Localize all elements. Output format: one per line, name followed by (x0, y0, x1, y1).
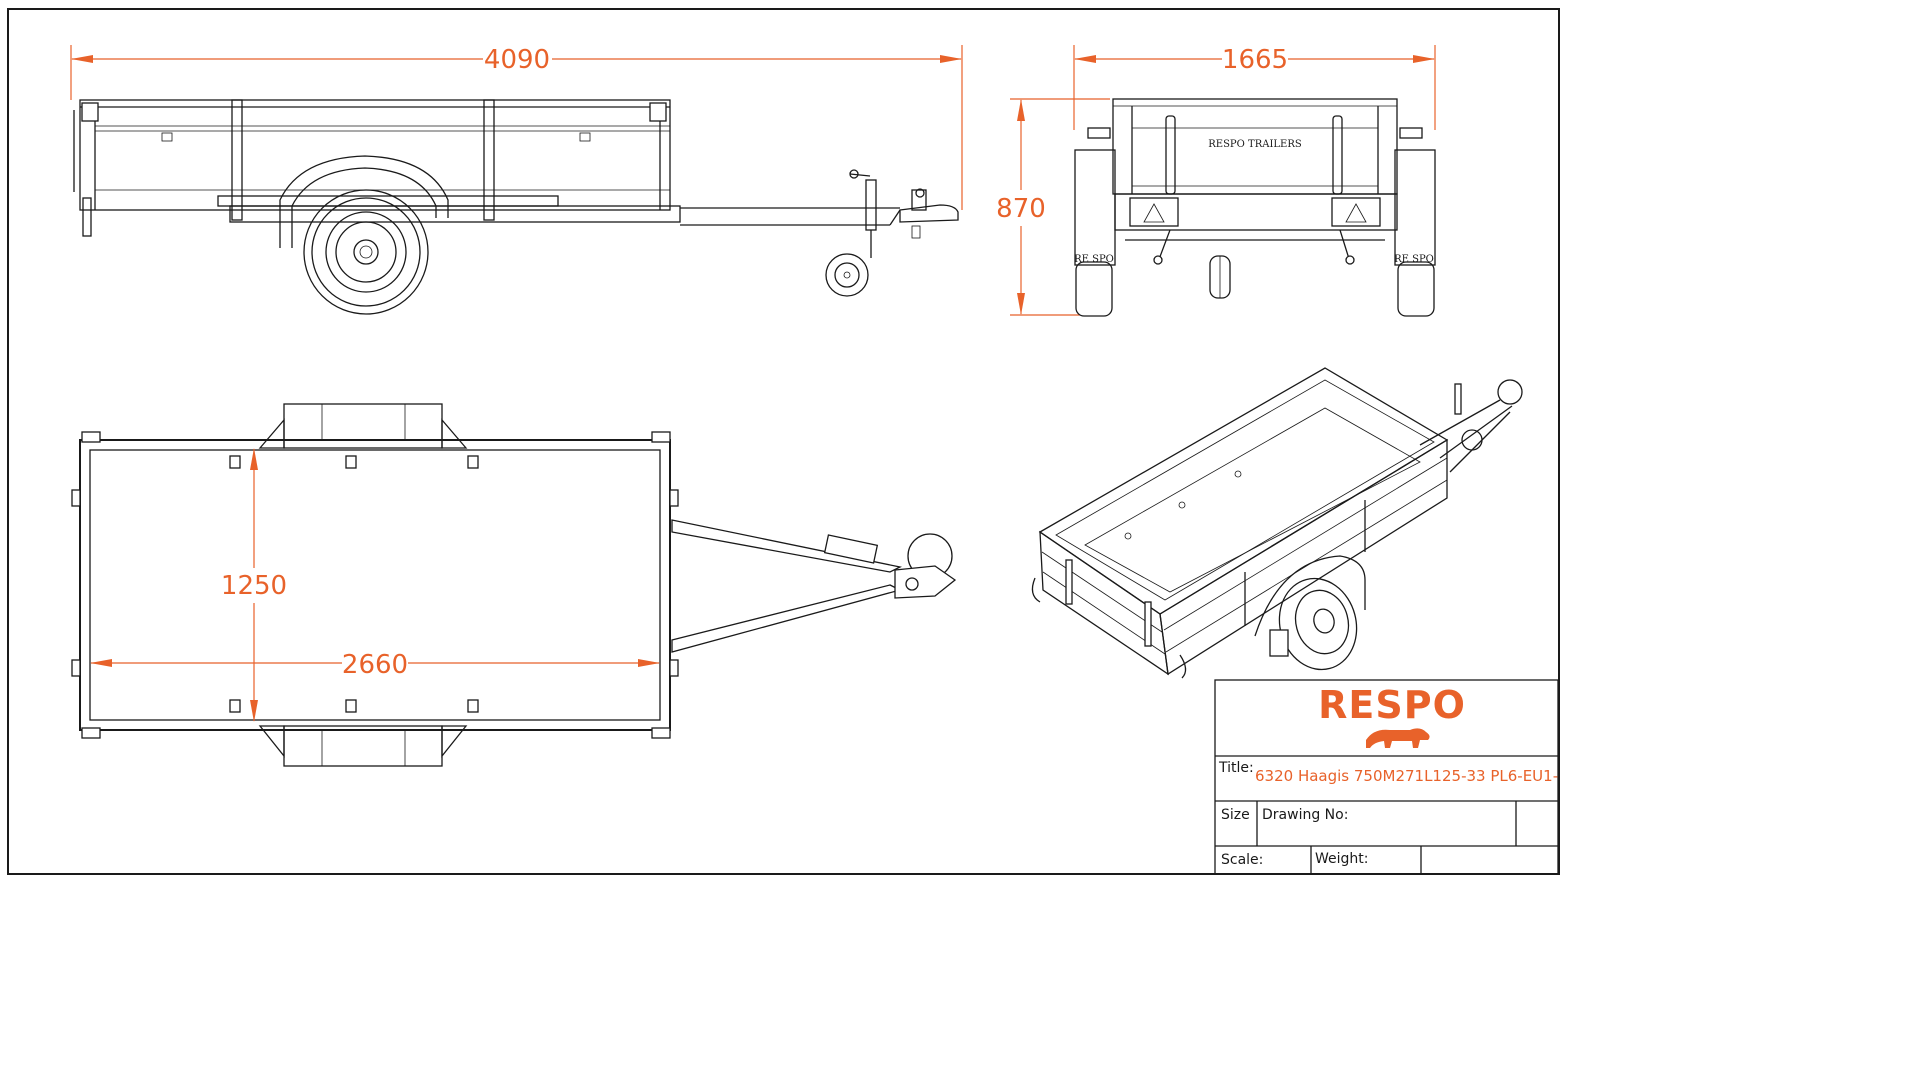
rear-view: 1665 870 RESPO TRAILERS (996, 45, 1436, 317)
title-block: RESPO Title: 6320 Haagis 750M271L125-33 … (1214, 679, 1559, 875)
dimension-box-width: 1250 (221, 448, 287, 722)
scale-label: Scale: (1221, 852, 1263, 868)
sheet-border (7, 8, 1560, 875)
dim-label-870: 870 (996, 194, 1046, 224)
drawing-no-label: Drawing No: (1262, 807, 1348, 823)
title-label: Title: (1218, 760, 1254, 776)
technical-drawing-sheet: 4090 (7, 8, 1560, 875)
dimension-box-length: 2660 (90, 650, 660, 680)
right-fender-mark: RE SPO (1394, 254, 1434, 265)
dim-label-4090: 4090 (484, 45, 550, 75)
isometric-view (1031, 367, 1523, 679)
dim-label-1665: 1665 (1222, 45, 1288, 75)
dim-label-1250: 1250 (221, 571, 287, 601)
dim-label-2660: 2660 (342, 650, 408, 680)
top-view: 1250 2660 (71, 403, 957, 767)
bull-logo (1366, 728, 1430, 748)
side-view: 4090 (70, 45, 963, 315)
side-wheel (303, 189, 429, 315)
dimension-overall-length: 4090 (70, 45, 963, 210)
left-fender-mark: RE SPO (1074, 254, 1114, 265)
weight-label: Weight: (1315, 851, 1369, 867)
rear-board-lettering: RESPO TRAILERS (1208, 139, 1302, 150)
size-label: Size (1221, 807, 1250, 823)
title-value: 6320 Haagis 750M271L125-33 PL6-EU1- (1255, 767, 1558, 785)
dimension-overall-width: 1665 (1073, 45, 1436, 130)
brand-logo-text: RESPO (1318, 683, 1466, 727)
dimension-height: 870 (996, 98, 1110, 316)
